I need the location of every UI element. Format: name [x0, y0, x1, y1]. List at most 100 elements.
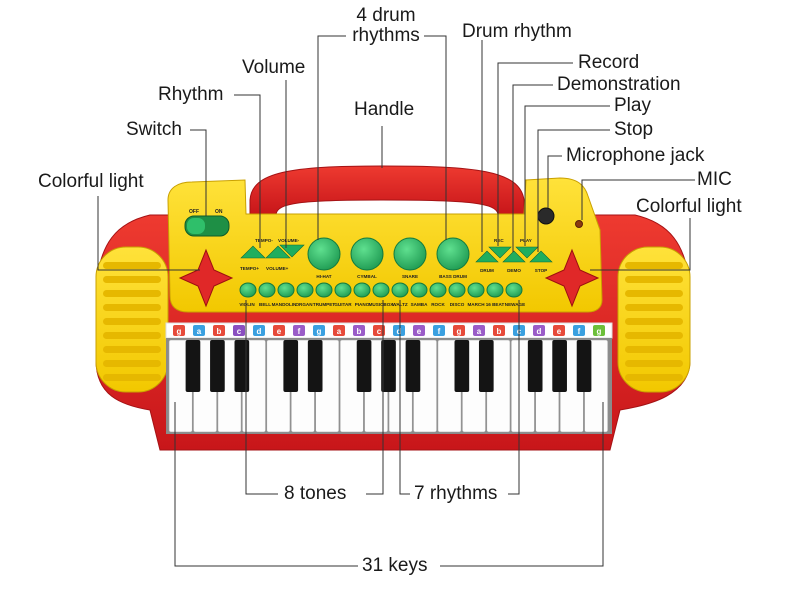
stop-button[interactable]: [529, 250, 553, 263]
note-badge: [193, 325, 205, 336]
volume-minus-label: VOLUME-: [278, 238, 300, 243]
volume-plus-button[interactable]: [265, 245, 291, 259]
note-badge: [473, 325, 485, 336]
note-badge: [373, 325, 385, 336]
note-badge: [353, 325, 365, 336]
label-play: Play: [614, 95, 651, 116]
power-switch[interactable]: [184, 215, 230, 237]
rhythm-button[interactable]: [505, 282, 523, 298]
black-key[interactable]: [234, 340, 250, 392]
demo-label: DEMO: [507, 268, 521, 273]
black-key[interactable]: [454, 340, 470, 392]
note-letter: a: [197, 327, 202, 336]
black-key[interactable]: [478, 340, 494, 392]
note-label-strip: [165, 322, 613, 339]
black-key[interactable]: [381, 340, 396, 392]
tempo-minus-button[interactable]: [240, 245, 266, 259]
leader-4-drum-rhythms-2: [424, 35, 447, 240]
rhythm-button[interactable]: [467, 282, 485, 298]
speaker-left: [95, 246, 169, 393]
leader-colorful-light-left: [97, 196, 200, 271]
black-key[interactable]: [307, 340, 323, 392]
microphone: [575, 220, 583, 228]
tone-button[interactable]: [315, 282, 333, 298]
drum-label-snare: SNARE: [402, 274, 418, 279]
leader-7-rhythms: [399, 300, 410, 495]
note-badge: [573, 325, 585, 336]
note-letter: g: [597, 327, 602, 336]
tone-label-organ: ORGAN: [295, 302, 313, 307]
rhythm-button[interactable]: [391, 282, 409, 298]
note-badge: [533, 325, 545, 336]
leader-play: [524, 105, 610, 246]
label-31-keys: 31 keys: [362, 555, 428, 576]
note-badge: [453, 325, 465, 336]
note-badge: [213, 325, 225, 336]
label-microphone-jack: Microphone jack: [566, 145, 705, 166]
tone-button[interactable]: [296, 282, 314, 298]
drum-label: DRUM: [480, 268, 494, 273]
black-key[interactable]: [576, 340, 592, 392]
handle[interactable]: [249, 165, 525, 215]
note-badge: [593, 325, 605, 336]
black-key[interactable]: [283, 340, 299, 392]
note-badge: [493, 325, 505, 336]
drum-button[interactable]: [475, 250, 499, 263]
leader-record: [497, 62, 573, 246]
note-letter: d: [257, 327, 262, 336]
label-volume: Volume: [242, 57, 306, 78]
drum-pad-snare[interactable]: [393, 237, 427, 271]
rhythm-button[interactable]: [486, 282, 504, 298]
drum-pad-cymbal[interactable]: [350, 237, 384, 271]
black-key[interactable]: [405, 340, 421, 392]
label-8-tones: 8 tones: [284, 483, 347, 504]
microphone-jack[interactable]: [537, 207, 555, 225]
black-key[interactable]: [185, 340, 201, 392]
play-button[interactable]: [515, 246, 539, 259]
label-drum-rhythm: Drum rhythm: [462, 21, 572, 42]
drum-pad-bassdrum[interactable]: [436, 237, 470, 271]
label-colorful-light-left: Colorful light: [38, 171, 144, 192]
note-letter: d: [537, 327, 542, 336]
note-letter: f: [578, 327, 581, 336]
tone-button[interactable]: [239, 282, 257, 298]
leader-8-tones: [245, 300, 278, 495]
control-panel: [167, 177, 603, 313]
note-badge: [313, 325, 325, 336]
note-letter: e: [417, 327, 422, 336]
colorful-light-left: [178, 248, 234, 308]
label-colorful-light-right: Colorful light: [636, 196, 742, 217]
tone-button[interactable]: [372, 282, 390, 298]
drum-label-cymbal: CYMBAL: [357, 274, 377, 279]
label-demonstration: Demonstration: [557, 74, 681, 95]
leader-colorful-light-right: [590, 218, 691, 271]
black-key[interactable]: [552, 340, 567, 392]
tone-button[interactable]: [277, 282, 295, 298]
tone-label-mandolin: MANDOLIN: [272, 302, 297, 307]
black-key[interactable]: [210, 340, 225, 392]
label-stop: Stop: [614, 119, 654, 140]
tone-button[interactable]: [334, 282, 352, 298]
tone-button[interactable]: [353, 282, 371, 298]
rec-button[interactable]: [488, 246, 512, 259]
rhythm-button[interactable]: [448, 282, 466, 298]
note-letter: g: [317, 327, 322, 336]
rhythm-button[interactable]: [429, 282, 447, 298]
black-key[interactable]: [527, 340, 543, 392]
note-letter: d: [397, 327, 402, 336]
leader-rhythm: [234, 94, 261, 248]
label-rhythm: Rhythm: [158, 84, 224, 105]
label-mic: MIC: [697, 169, 732, 190]
note-badge: [253, 325, 265, 336]
black-key[interactable]: [356, 340, 372, 392]
tone-label-trumpet: TRUMPET: [313, 302, 335, 307]
note-letter: f: [298, 327, 301, 336]
drum-pad-hihat[interactable]: [307, 237, 341, 271]
rhythm-button[interactable]: [410, 282, 428, 298]
demo-button[interactable]: [502, 250, 526, 263]
tone-label-musicbox: MUSICBOX: [369, 302, 395, 307]
note-letter: c: [377, 327, 382, 336]
note-badge: [433, 325, 445, 336]
note-letter: g: [457, 327, 462, 336]
tone-button[interactable]: [258, 282, 276, 298]
